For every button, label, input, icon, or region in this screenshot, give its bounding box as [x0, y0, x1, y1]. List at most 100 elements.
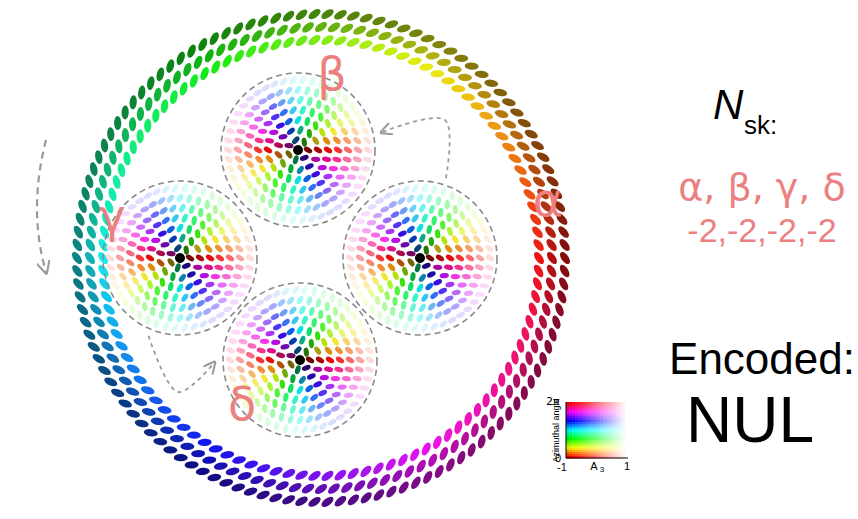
spin-ellipse	[272, 178, 278, 188]
spin-ellipse	[235, 253, 246, 262]
spin-ellipse	[364, 365, 374, 373]
spin-ellipse	[161, 216, 171, 226]
spin-ellipse	[341, 197, 351, 205]
spin-ellipse	[134, 295, 141, 305]
spin-ellipse	[543, 339, 553, 354]
spin-ellipse	[197, 287, 208, 296]
spin-ellipse	[153, 319, 160, 329]
spin-ellipse	[298, 215, 307, 226]
spin-ellipse	[339, 312, 346, 322]
spin-ellipse	[345, 244, 355, 252]
spin-ellipse	[280, 343, 290, 350]
spin-ellipse	[352, 336, 362, 346]
spin-ellipse	[403, 464, 417, 480]
spin-ellipse	[169, 90, 179, 105]
spin-ellipse	[371, 461, 385, 476]
spin-ellipse	[219, 478, 234, 488]
spin-ellipse	[263, 120, 273, 127]
spin-ellipse	[247, 305, 257, 313]
spin-ellipse	[215, 311, 226, 320]
spin-ellipse	[264, 154, 274, 164]
spin-ellipse	[260, 108, 270, 116]
spin-ellipse	[531, 237, 545, 252]
spin-ellipse	[292, 155, 300, 165]
spin-ellipse	[516, 338, 526, 353]
spin-ellipse	[288, 336, 298, 346]
spin-ellipse	[346, 10, 362, 23]
spin-ellipse	[316, 401, 327, 411]
spin-ellipse	[426, 270, 437, 279]
spin-ellipse	[352, 155, 362, 163]
spin-ellipse	[329, 181, 339, 188]
spin-ellipse	[328, 194, 339, 202]
spin-ellipse	[501, 97, 516, 108]
spin-ellipse	[342, 156, 352, 164]
spin-ellipse	[266, 347, 276, 354]
spin-ellipse	[209, 191, 215, 200]
spin-ellipse	[425, 253, 436, 262]
spin-ellipse	[279, 108, 289, 118]
spin-ellipse	[294, 495, 310, 508]
spin-ellipse	[426, 452, 439, 468]
spin-ellipse	[558, 263, 572, 279]
spin-ellipse	[310, 170, 321, 178]
spin-ellipse	[129, 140, 137, 155]
spin-ellipse	[131, 276, 140, 287]
encoded-value: NUL	[686, 388, 814, 452]
spin-ellipse	[166, 414, 181, 423]
spin-ellipse	[356, 245, 366, 253]
spin-ellipse	[209, 59, 222, 75]
spin-ellipse	[379, 205, 390, 213]
spin-ellipse	[261, 83, 272, 92]
spin-ellipse	[262, 25, 277, 40]
spin-ellipse	[144, 291, 151, 301]
spin-ellipse	[540, 302, 552, 318]
spin-ellipse	[161, 266, 169, 276]
spin-ellipse	[482, 393, 491, 408]
spin-ellipse	[163, 290, 170, 300]
spin-ellipse	[76, 199, 88, 215]
spin-ellipse	[355, 355, 366, 364]
spin-ellipse	[206, 226, 214, 236]
spin-ellipse	[211, 234, 220, 245]
spin-ellipse	[226, 164, 236, 174]
spin-ellipse	[359, 385, 369, 391]
spin-ellipse	[527, 163, 543, 177]
spin-ellipse	[463, 411, 473, 426]
spin-ellipse	[170, 435, 184, 443]
spin-ellipse	[86, 340, 102, 354]
spin-ellipse	[281, 467, 297, 480]
spin-ellipse	[178, 303, 187, 314]
spin-ellipse	[175, 313, 184, 324]
spin-ellipse	[411, 323, 420, 334]
spin-ellipse	[279, 76, 289, 86]
spin-ellipse	[288, 105, 298, 115]
spin-ellipse	[150, 210, 161, 219]
spin-ellipse	[459, 210, 466, 220]
spin-ellipse	[175, 223, 184, 234]
spin-ellipse	[390, 210, 401, 219]
spin-ellipse	[146, 245, 156, 252]
spin-ellipse	[303, 145, 314, 154]
spin-ellipse	[462, 234, 472, 244]
spin-ellipse	[529, 289, 541, 305]
spin-ellipse	[125, 249, 136, 258]
spin-ellipse	[530, 225, 545, 240]
spin-ellipse	[166, 224, 176, 234]
axis-line	[566, 458, 628, 459]
spin-ellipse	[274, 88, 284, 98]
spin-ellipse	[137, 284, 145, 294]
spin-ellipse	[326, 21, 342, 34]
spin-ellipse	[424, 312, 434, 322]
spin-ellipse	[415, 458, 428, 474]
axis-title: A	[590, 461, 597, 472]
spin-ellipse	[225, 346, 235, 354]
spin-ellipse	[438, 319, 448, 329]
spin-ellipse	[72, 224, 85, 240]
spin-ellipse	[155, 67, 165, 82]
spin-ellipse	[281, 182, 288, 192]
spin-ellipse	[288, 75, 297, 86]
spin-ellipse	[271, 211, 278, 221]
spin-ellipse	[346, 492, 361, 507]
spin-ellipse	[529, 339, 539, 354]
